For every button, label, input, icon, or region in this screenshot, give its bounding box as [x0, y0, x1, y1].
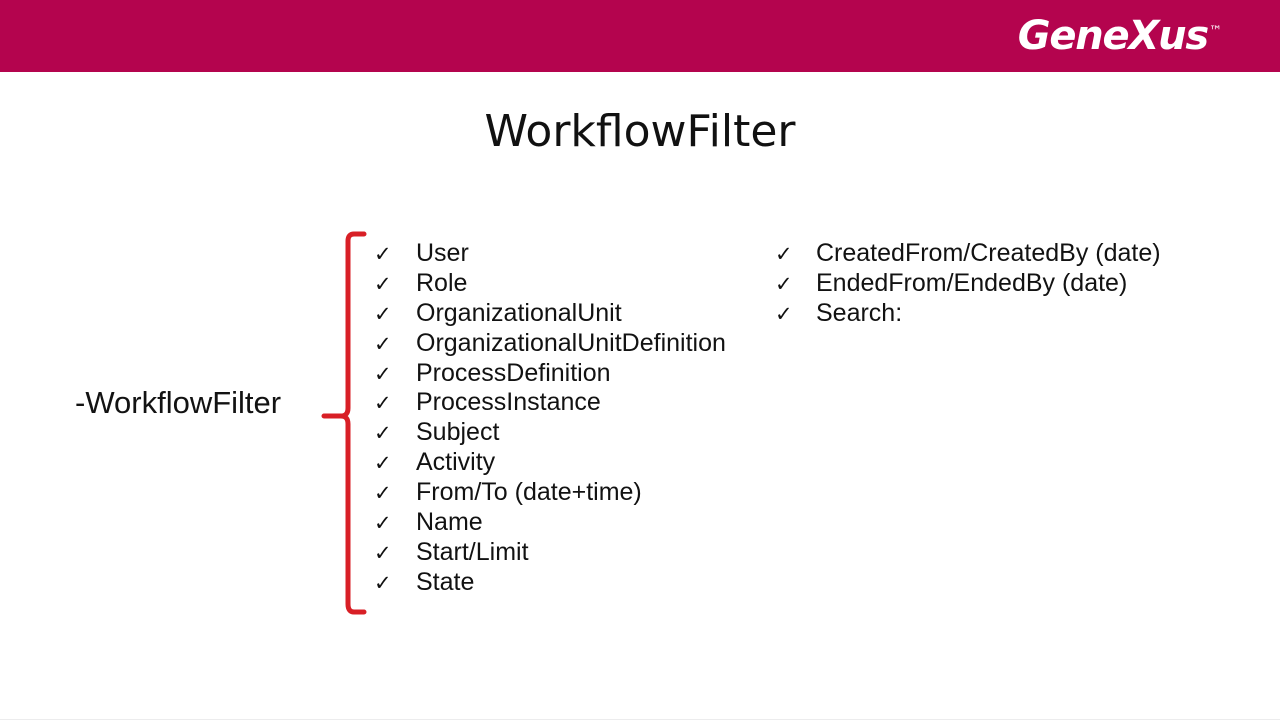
list-item-label: ProcessDefinition: [416, 358, 611, 387]
filter-list-primary: ✓ User ✓ Role ✓ OrganizationalUnit ✓ Org…: [374, 241, 726, 600]
list-item: ✓ EndedFrom/EndedBy (date): [775, 268, 1161, 301]
list-item-label: ProcessInstance: [416, 388, 601, 417]
list-item: ✓ Name: [374, 510, 726, 540]
list-item-label: State: [416, 567, 475, 596]
check-icon: ✓: [374, 540, 392, 565]
check-icon: ✓: [374, 242, 392, 266]
check-icon: ✓: [374, 481, 392, 506]
list-item-label: CreatedFrom/CreatedBy (date): [816, 239, 1161, 267]
red-brace-icon: [321, 231, 367, 615]
list-item: ✓ CreatedFrom/CreatedBy (date): [775, 241, 1161, 271]
list-item: ✓ User: [374, 241, 726, 271]
list-item: ✓ OrganizationalUnitDefinition: [374, 328, 726, 361]
list-item: ✓ Search:: [775, 298, 1161, 331]
genexus-logo-wordmark: GeneXus: [1017, 13, 1209, 59]
list-item-label: From/To (date+time): [416, 478, 642, 507]
check-icon: ✓: [775, 242, 793, 266]
check-icon: ✓: [374, 570, 392, 595]
filter-list-secondary: ✓ CreatedFrom/CreatedBy (date) ✓ EndedFr…: [775, 241, 1161, 331]
list-item-label: Search:: [816, 298, 903, 327]
check-icon: ✓: [775, 271, 793, 296]
list-item-label: Subject: [416, 418, 500, 447]
check-icon: ✓: [374, 301, 392, 326]
list-item: ✓ State: [374, 567, 726, 600]
check-icon: ✓: [775, 301, 793, 326]
list-item: ✓ Subject: [374, 420, 726, 450]
list-item-label: OrganizationalUnitDefinition: [416, 328, 726, 357]
genexus-logo: GeneXus™: [1018, 16, 1222, 56]
check-icon: ✓: [374, 331, 392, 356]
list-item-label: Role: [416, 268, 468, 297]
list-item-label: OrganizationalUnit: [416, 298, 622, 327]
list-item-label: Start/Limit: [416, 537, 529, 566]
trademark-icon: ™: [1209, 23, 1222, 39]
check-icon: ✓: [374, 421, 392, 446]
check-icon: ✓: [374, 451, 392, 476]
list-item: ✓ ProcessInstance: [374, 390, 726, 420]
list-item-label: EndedFrom/EndedBy (date): [816, 268, 1128, 297]
list-item-label: User: [416, 239, 469, 267]
check-icon: ✓: [374, 361, 392, 386]
check-icon: ✓: [374, 391, 392, 416]
list-item: ✓ ProcessDefinition: [374, 358, 726, 391]
list-item-label: Name: [416, 508, 483, 537]
page-title: WorkflowFilter: [484, 106, 796, 157]
list-item: ✓ Activity: [374, 450, 726, 480]
header-bar: GeneXus™: [0, 0, 1280, 72]
list-item: ✓ OrganizationalUnit: [374, 298, 726, 331]
caption-workflowfilter: -WorkflowFilter: [75, 385, 282, 420]
check-icon: ✓: [374, 271, 392, 296]
list-item: ✓ From/To (date+time): [374, 480, 726, 510]
list-item-label: Activity: [416, 448, 496, 477]
list-item: ✓ Role: [374, 268, 726, 301]
check-icon: ✓: [374, 511, 392, 536]
list-item: ✓ Start/Limit: [374, 537, 726, 570]
